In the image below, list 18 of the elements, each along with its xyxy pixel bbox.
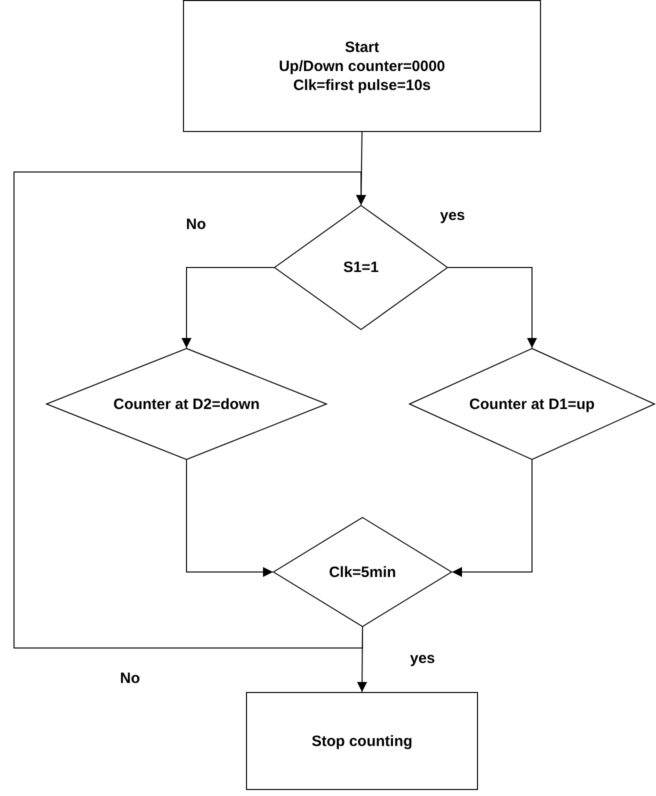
decision-diamond (46, 348, 327, 460)
node-text: Counter at D1=up (469, 394, 595, 414)
node-text: Up/Down counter=0000 (278, 56, 446, 76)
node-text: Start (344, 38, 380, 56)
node-text: Counter at D2=down (113, 394, 260, 414)
arrow (14, 172, 366, 648)
arrow (182, 267, 274, 348)
decision-diamond (273, 517, 452, 627)
decision-diamond (409, 348, 655, 460)
arrow (448, 267, 537, 348)
node-text: Stop counting (312, 732, 412, 750)
node-text: Clk=first pulse=10s (293, 76, 431, 94)
node-text: S1=1 (343, 258, 379, 277)
process-box (246, 692, 478, 790)
arrow (452, 460, 532, 577)
node-text: Clk=5min (328, 562, 396, 582)
process-box (183, 0, 541, 132)
arrow (186, 460, 274, 577)
